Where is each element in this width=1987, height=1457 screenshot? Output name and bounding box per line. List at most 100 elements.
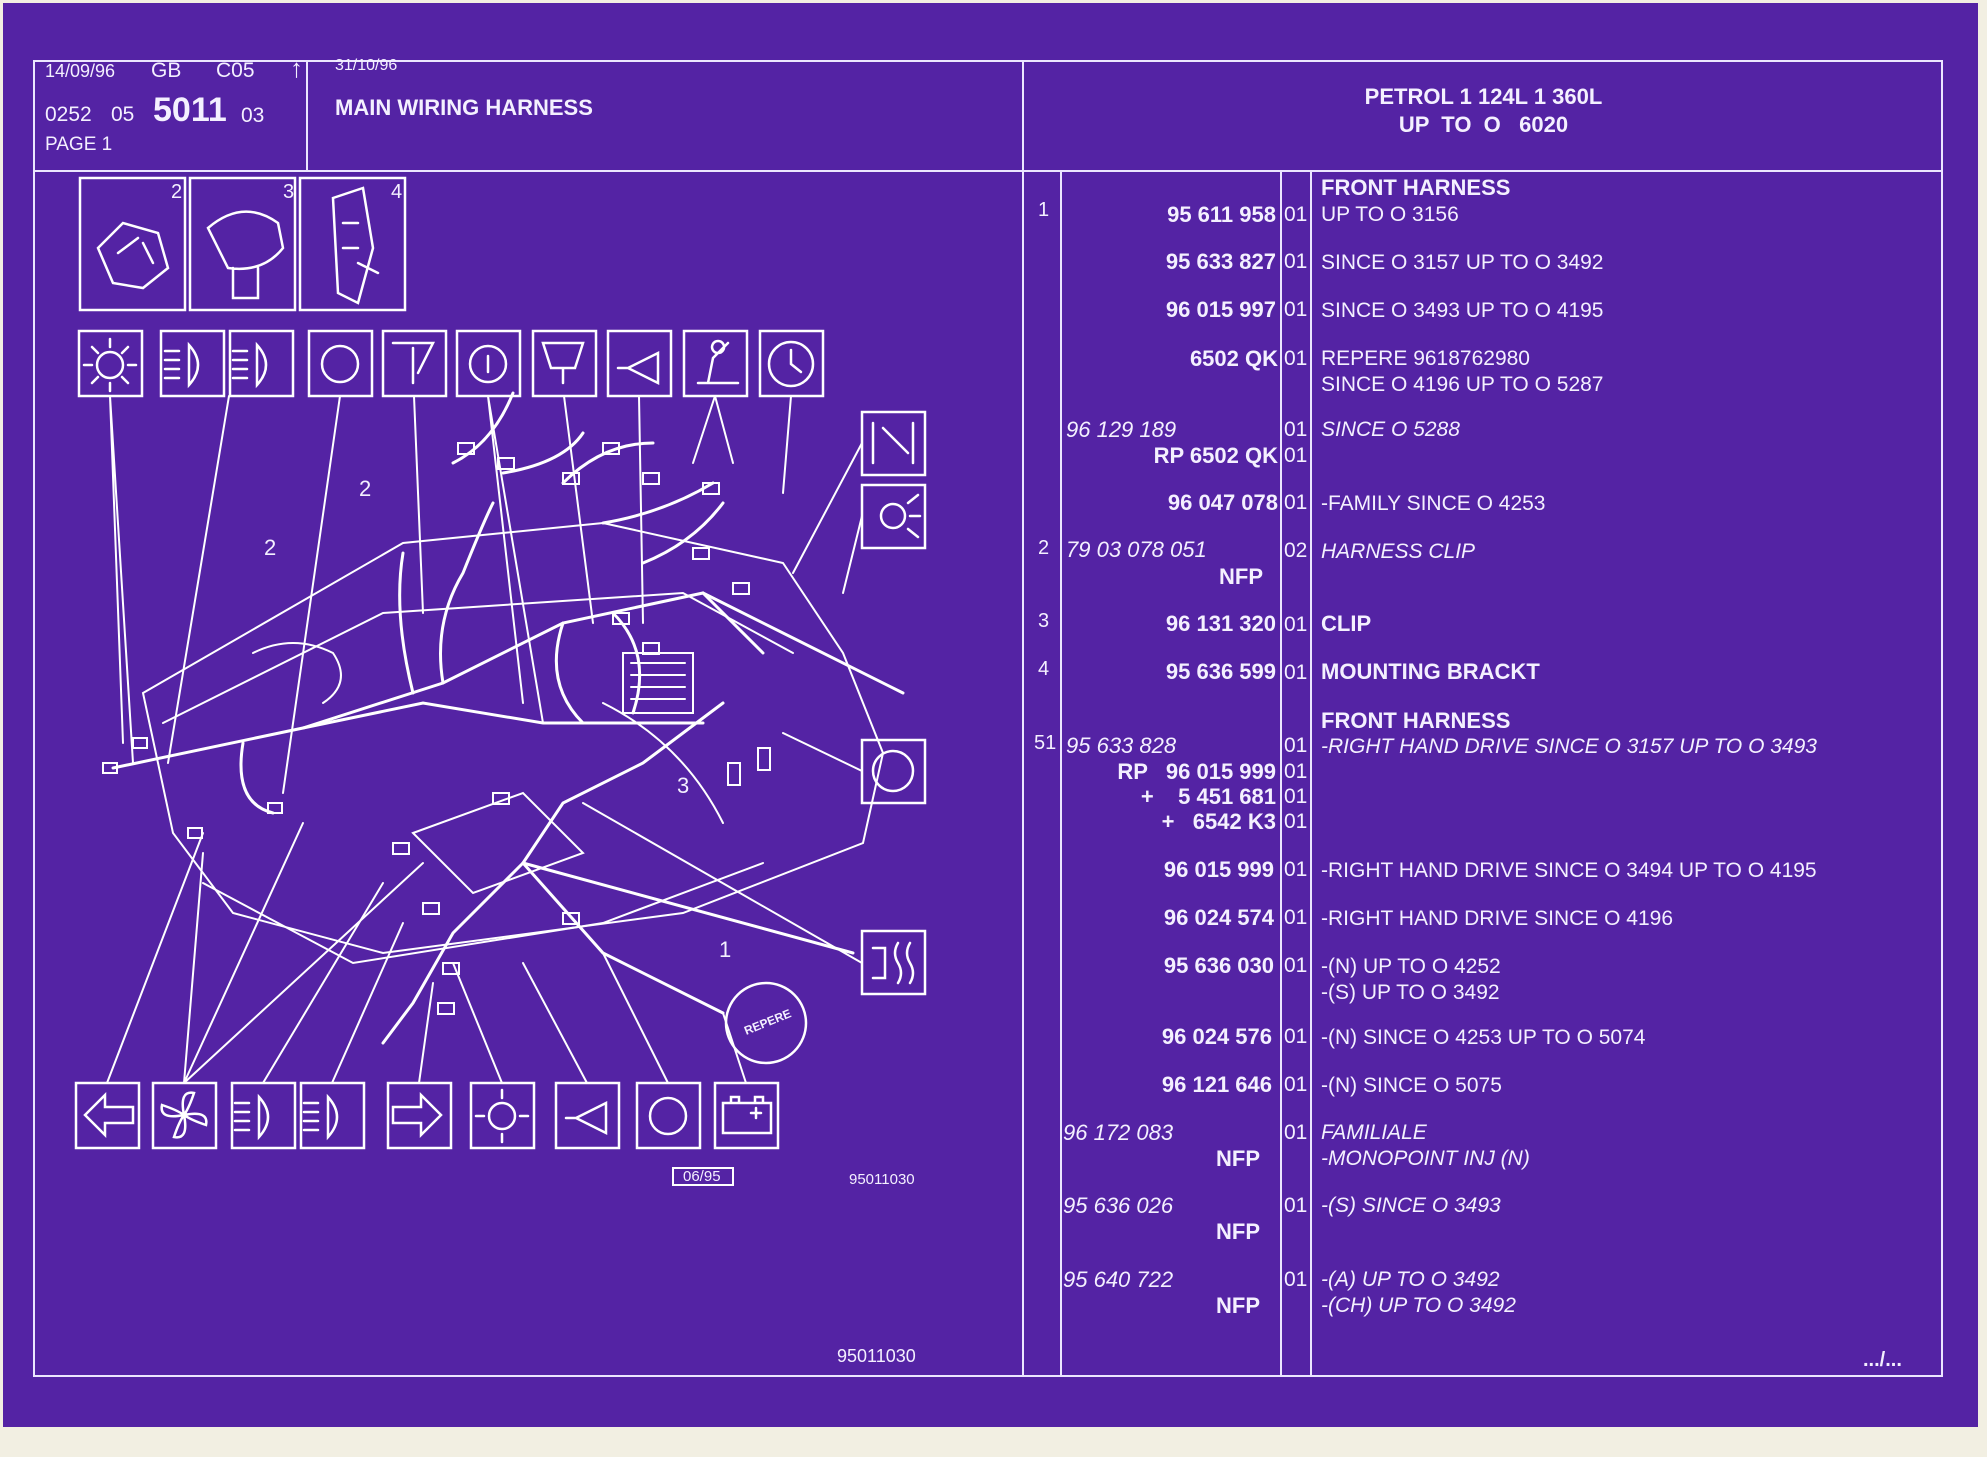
nfp-marker: NFP (1216, 1219, 1260, 1244)
battery-icon (713, 1081, 780, 1150)
nfp-marker: NFP (1219, 564, 1263, 589)
headlamp-icon (228, 329, 295, 398)
quantity: 01 (1284, 250, 1308, 273)
description: SINCE O 3157 UP TO O 3492 (1321, 251, 1604, 274)
ref-main: 5011 (153, 91, 227, 129)
quantity: 01 (1284, 1025, 1308, 1048)
bracket-drawing (331, 186, 380, 305)
quantity: 01 (1284, 1121, 1308, 1144)
description: FAMILIALE (1321, 1121, 1427, 1144)
quantity: 01 (1284, 810, 1308, 833)
item-number: 51 (1034, 732, 1057, 754)
quantity: 01 (1284, 491, 1308, 514)
item-number: 3 (1038, 610, 1050, 632)
header-ref-divider (306, 60, 308, 172)
headlamp-icon (230, 1081, 297, 1150)
up-arrow-icon: ↑ (290, 53, 303, 83)
description: SINCE O 3493 UP TO O 4195 (1321, 299, 1604, 322)
leader-lines (106, 395, 863, 1084)
header-divider (33, 170, 1943, 172)
nfp-marker: NFP (1216, 1293, 1260, 1318)
item-number: 4 (1038, 658, 1050, 680)
quantity: 01 (1284, 298, 1308, 321)
diagram-callout-2a: 2 (359, 476, 372, 501)
wiring-harness-diagram (74, 176, 927, 1186)
part-number: 95 633 828 (1066, 733, 1177, 758)
part-number: RP 6502 QK (1153, 443, 1278, 468)
inset-callout-2: 2 (171, 181, 183, 203)
item-number: 2 (1038, 537, 1050, 559)
ref-prefix: 0252 (45, 103, 92, 126)
page-title: MAIN WIRING HARNESS (335, 95, 593, 120)
part-number: 95 636 026 (1063, 1193, 1174, 1218)
page-label: PAGE 1 (45, 134, 113, 155)
description: -(N) SINCE O 4253 UP TO O 5074 (1321, 1026, 1646, 1049)
description: -(S) SINCE O 3493 (1321, 1194, 1501, 1217)
parts-inset (78, 176, 407, 312)
part-number: 96 172 083 (1063, 1120, 1174, 1145)
part-number: 6502 QK (1189, 346, 1278, 371)
part-number: 96 024 576 (1161, 1024, 1272, 1049)
model-applicability: PETROL 1 124L 1 360L UP TO O 6020 (1024, 83, 1943, 139)
headlamp-icon (299, 1081, 366, 1150)
part-number: 96 015 997 (1165, 297, 1276, 322)
description: -(A) UP TO O 3492 (1321, 1268, 1500, 1291)
part-number: 95 611 958 (1167, 202, 1276, 227)
rear-heater-icon (860, 929, 927, 996)
part-number: 96 047 078 (1167, 490, 1278, 515)
section-heading: FRONT HARNESS (1321, 708, 1511, 733)
part-number: 96 024 574 (1163, 905, 1274, 930)
inset-callout-4: 4 (391, 181, 403, 203)
description: -(CH) UP TO O 3492 (1321, 1294, 1516, 1317)
engine-bay-outline (141, 521, 885, 965)
right-icon-column (860, 410, 927, 996)
inset-callout-3: 3 (283, 181, 295, 203)
quantity: 01 (1284, 1194, 1308, 1217)
bottom-icon-row (74, 1081, 780, 1150)
description: -RIGHT HAND DRIVE SINCE O 4196 (1321, 907, 1674, 930)
quantity: 01 (1284, 418, 1308, 441)
nfp-marker: NFP (1216, 1146, 1260, 1171)
description: REPERE 9618762980 (1321, 347, 1530, 370)
description: -MONOPOINT INJ (N) (1321, 1147, 1530, 1170)
quantity: 01 (1284, 613, 1308, 636)
date-box (672, 1167, 734, 1186)
part-number: 96 121 646 (1161, 1072, 1272, 1097)
repere-stamp (724, 981, 808, 1065)
part-number: 96 015 999 (1163, 857, 1274, 882)
description: UP TO O 3156 (1321, 203, 1459, 226)
quantity: 02 (1284, 539, 1308, 562)
model-line-1: PETROL 1 124L 1 360L (1364, 84, 1603, 109)
description: -(N) UP TO O 4252 (1321, 955, 1501, 978)
horn-icon (554, 1081, 621, 1150)
ref-group: 05 (111, 103, 135, 126)
wiper-icon (381, 329, 448, 398)
header-date: 14/09/96 (45, 61, 116, 81)
header-code: C05 (216, 59, 255, 82)
ring-icon (307, 329, 374, 398)
harness-clip-drawing (96, 221, 170, 290)
diagram-callout-3: 3 (677, 773, 690, 798)
quantity: 01 (1284, 954, 1308, 977)
description: SINCE O 4196 UP TO O 5287 (1321, 373, 1604, 396)
description: MOUNTING BRACKT (1321, 659, 1540, 684)
quantity: 01 (1284, 1073, 1308, 1096)
panel-divider (1022, 60, 1024, 1377)
header-country: GB (151, 59, 182, 82)
ring-icon (635, 1081, 702, 1150)
description: HARNESS CLIP (1321, 540, 1476, 563)
part-number: 95 640 722 (1063, 1267, 1174, 1292)
part-column-divider (1280, 170, 1282, 1377)
description: -(N) SINCE O 5075 (1321, 1074, 1502, 1097)
description: -FAMILY SINCE O 4253 (1321, 492, 1546, 515)
part-number: 96 131 320 (1165, 611, 1276, 636)
harness-wiring (111, 391, 905, 1045)
model-line-2: UP TO O 6020 (1398, 112, 1569, 137)
item-number: 1 (1038, 199, 1050, 221)
quantity: 01 (1284, 760, 1308, 783)
part-number: 96 129 189 (1066, 417, 1177, 442)
description: -RIGHT HAND DRIVE SINCE O 3157 UP TO O 3… (1321, 735, 1817, 758)
sheet-frame (33, 60, 1943, 1377)
quantity: 01 (1284, 661, 1308, 684)
bottom-figure-number: 95011030 (837, 1346, 916, 1366)
